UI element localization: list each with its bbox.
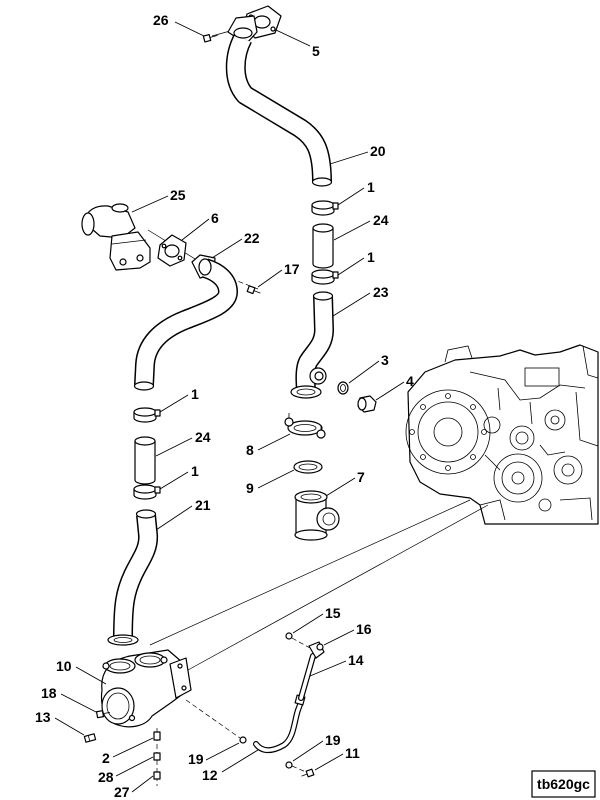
callout-4: 4 [406, 373, 414, 389]
callout-23: 23 [373, 284, 389, 300]
callout-17: 17 [284, 261, 300, 277]
callout-1: 1 [367, 249, 375, 265]
fitting-2 [153, 731, 161, 741]
callout-19: 19 [325, 732, 341, 748]
gasket-9 [293, 460, 323, 474]
leader-lines [54, 21, 405, 793]
o-ring-3 [337, 381, 349, 395]
gasket-6 [157, 234, 187, 267]
exhaust-pipe-20 [225, 15, 333, 187]
callout-2: 2 [102, 750, 110, 766]
elbow-bracket-25 [81, 203, 151, 271]
callout-28: 28 [98, 769, 114, 785]
callout-10: 10 [56, 658, 72, 674]
fitting-28 [153, 752, 161, 761]
flange-clamp-8 [284, 413, 326, 439]
callout-20: 20 [370, 143, 386, 159]
exhaust-pipe-21 [107, 509, 159, 646]
callout-5: 5 [312, 43, 320, 59]
callout-19: 19 [188, 751, 204, 767]
callout-15: 15 [325, 605, 341, 621]
elbow-fitting-16 [308, 641, 325, 659]
clamp-1-upper-b [311, 269, 339, 285]
exhaust-elbow-10 [100, 649, 192, 728]
callout-8: 8 [246, 442, 254, 458]
clamp-1-lower-a [133, 407, 161, 423]
callout-24: 24 [195, 429, 211, 445]
sleeve-24-lower [134, 436, 156, 485]
callout-24: 24 [373, 212, 389, 228]
callout-labels: 26 5 20 1 24 1 23 25 6 22 17 3 4 1 24 1 … [35, 12, 414, 800]
callout-1: 1 [191, 463, 199, 479]
plug-13 [83, 733, 97, 743]
drawing-id-label: tb620gc [537, 776, 590, 792]
drain-tube-12 [253, 694, 306, 754]
callout-12: 12 [202, 767, 218, 783]
fitting-27 [153, 771, 161, 780]
washer-19-left [239, 736, 247, 744]
callout-13: 13 [35, 709, 51, 725]
sleeve-24-upper [312, 223, 334, 269]
callout-1: 1 [367, 179, 375, 195]
nut-15 [285, 632, 293, 640]
callout-21: 21 [195, 497, 211, 513]
bolt-17 [246, 285, 261, 295]
callout-7: 7 [357, 469, 365, 485]
clamp-1-lower-b [133, 484, 161, 500]
callout-27: 27 [114, 784, 130, 800]
callout-16: 16 [356, 621, 372, 637]
washer-19-right [285, 761, 293, 769]
exhaust-pipe-23 [290, 291, 334, 399]
callout-11: 11 [345, 745, 360, 761]
callout-3: 3 [381, 352, 389, 368]
callout-25: 25 [170, 187, 186, 203]
callout-18: 18 [41, 685, 57, 701]
bolt-18 [95, 710, 110, 719]
bolt-26 [202, 33, 218, 43]
clamp-1-upper-a [311, 200, 339, 216]
callout-1: 1 [191, 386, 199, 402]
exhaust-pipe-22 [133, 254, 238, 391]
callout-22: 22 [244, 230, 260, 246]
bolt-11 [301, 768, 315, 778]
tee-fitting-7 [294, 490, 340, 541]
tube-14 [298, 653, 316, 701]
plug-4 [357, 395, 377, 413]
callout-14: 14 [348, 652, 364, 668]
callout-6: 6 [211, 210, 219, 226]
drawing-id-box: tb620gc [531, 770, 596, 798]
callout-26: 26 [153, 12, 169, 28]
callout-9: 9 [246, 480, 254, 496]
engine-block [405, 344, 599, 525]
